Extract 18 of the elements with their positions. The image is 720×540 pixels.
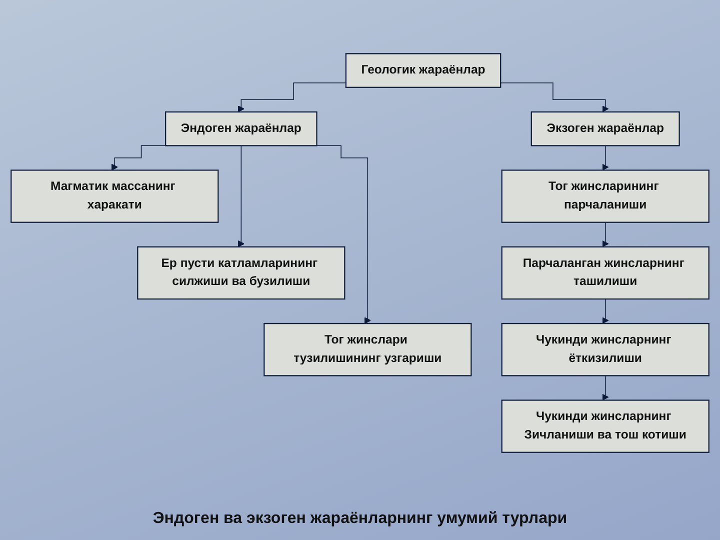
process-box: Магматик массанинг харакати: [10, 170, 219, 223]
arrow: [602, 298, 609, 324]
arrow: [238, 145, 245, 248]
process-box: Ер пусти катламларининг силжиши ва бузилиши: [137, 246, 346, 300]
process-box: Чукинди жинсларнинг ёткизилиши: [501, 322, 710, 376]
arrow: [602, 222, 609, 248]
caption: Эндоген ва экзоген жараёнларнинг умумий турлари: [152, 510, 568, 528]
process-box: Парчаланган жинсларнинг ташилиши: [501, 246, 710, 300]
arrow: [602, 145, 609, 170]
process-box: Эндоген жараёнлар: [165, 111, 318, 146]
process-box: Тог жинслари тузилишининг узгариши: [264, 322, 472, 376]
process-box: Геологик жараёнлар: [345, 53, 502, 88]
process-box: Экзоген жараёнлар: [530, 111, 680, 146]
arrow: [238, 82, 346, 112]
process-box: Тог жинсларининг парчаланиши: [501, 170, 710, 223]
arrow: [500, 82, 609, 112]
process-box: Чукинди жинсларнинг Зичланиши ва тош котиши: [501, 400, 710, 453]
arrow: [602, 375, 609, 401]
